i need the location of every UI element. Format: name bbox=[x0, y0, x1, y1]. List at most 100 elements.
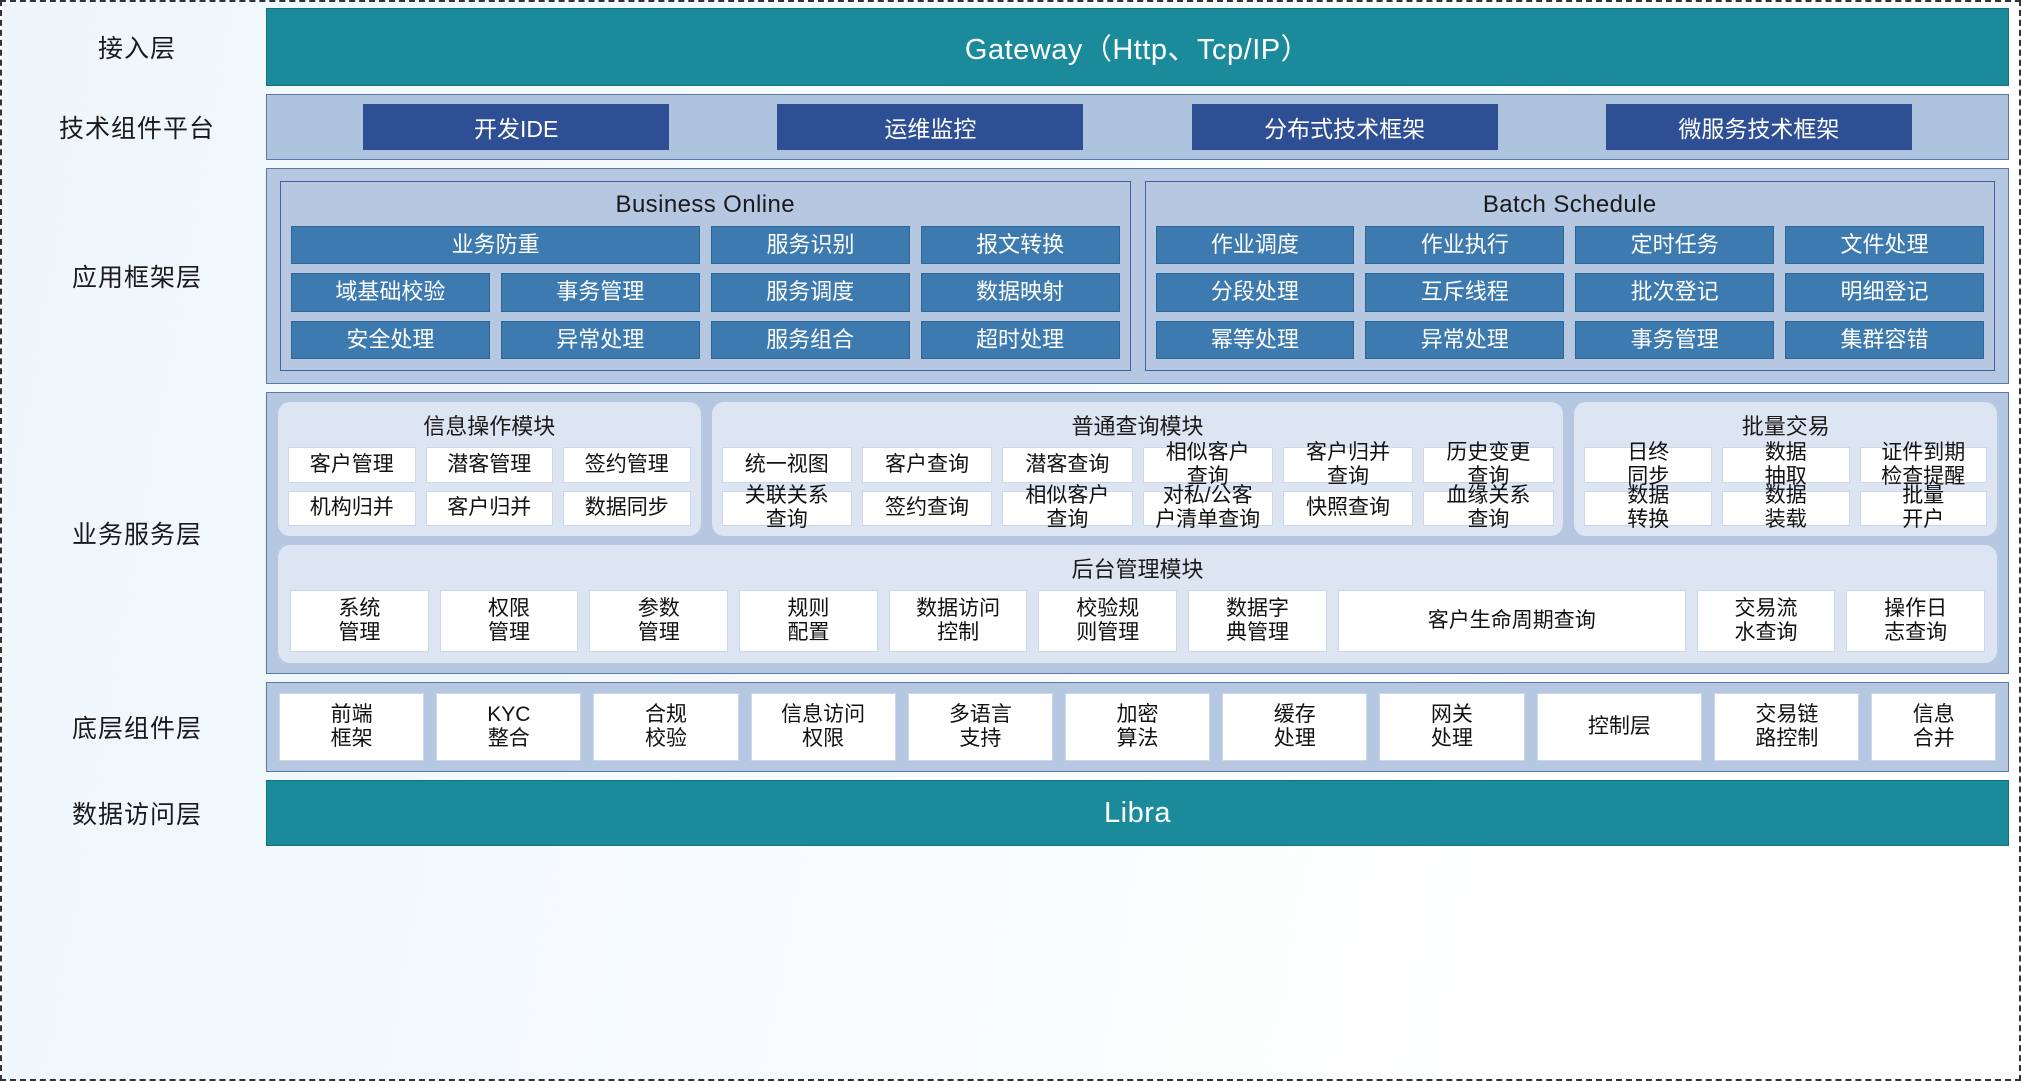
cell-message-transform[interactable]: 报文转换 bbox=[920, 226, 1120, 265]
cell-data-sync[interactable]: 数据同步 bbox=[563, 490, 691, 526]
cell-compliance-validation[interactable]: 合规校验 bbox=[593, 693, 739, 761]
module-rows: 日终同步 数据抽取 证件到期检查提醒 数据转换 数据装载 批量开户 bbox=[1584, 441, 1988, 531]
cell-lineage-query[interactable]: 血缘关系查询 bbox=[1423, 484, 1554, 531]
cell-prospect-management[interactable]: 潜客管理 bbox=[425, 447, 554, 483]
cell-data-access-control[interactable]: 数据访问控制 bbox=[888, 590, 1028, 652]
tech-chip-ide[interactable]: 开发IDE bbox=[363, 104, 670, 150]
tech-chip-microservice-framework[interactable]: 微服务技术框架 bbox=[1605, 104, 1912, 150]
cell-data-transform[interactable]: 数据转换 bbox=[1584, 484, 1712, 531]
cell-encryption-algorithm[interactable]: 加密算法 bbox=[1064, 693, 1211, 761]
cell-domain-base-validation[interactable]: 域基础校验 bbox=[291, 273, 490, 312]
cell-eod-sync[interactable]: 日终同步 bbox=[1584, 441, 1712, 488]
cell-info-merge[interactable]: 信息合并 bbox=[1871, 693, 1997, 761]
cell-service-scheduling[interactable]: 服务调度 bbox=[710, 273, 910, 312]
module-title-backoffice-management: 后台管理模块 bbox=[1071, 557, 1204, 582]
cell-customer-lifecycle-query[interactable]: 客户生命周期查询 bbox=[1337, 590, 1686, 652]
backoffice-row: 系统管理 权限管理 参数管理 规则配置 数据访问控制 校验规则管理 数据字典管理… bbox=[290, 590, 1985, 652]
cell-security-processing[interactable]: 安全处理 bbox=[291, 320, 490, 359]
module-rows: 客户管理 潜客管理 签约管理 机构归并 客户归并 数据同步 bbox=[288, 447, 691, 526]
group-business-online: Business Online 业务防重 服务识别 报文转换 域基础校验 事务管… bbox=[280, 181, 1131, 371]
cell-multilanguage-support[interactable]: 多语言支持 bbox=[907, 693, 1053, 761]
module-row: 机构归并 客户归并 数据同步 bbox=[288, 490, 691, 526]
cell-data-load[interactable]: 数据装载 bbox=[1721, 484, 1850, 531]
cell-org-merge[interactable]: 机构归并 bbox=[288, 490, 416, 526]
cell-frontend-framework[interactable]: 前端框架 bbox=[279, 693, 425, 761]
cell-relationship-query[interactable]: 关联关系查询 bbox=[721, 484, 852, 531]
cell-contract-management[interactable]: 签约管理 bbox=[563, 447, 691, 483]
module-row: 统一视图 客户查询 潜客查询 相似客户查询 客户归并查询 历史变更查询 bbox=[721, 441, 1554, 488]
tech-chip-distributed-framework[interactable]: 分布式技术框架 bbox=[1191, 104, 1498, 150]
cell-business-dedup[interactable]: 业务防重 bbox=[291, 226, 701, 265]
cell-mutex-thread[interactable]: 互斥线程 bbox=[1365, 273, 1565, 312]
tech-chip-ops-monitor[interactable]: 运维监控 bbox=[777, 104, 1084, 150]
spacer bbox=[8, 86, 2009, 94]
cell-parameter-management[interactable]: 参数管理 bbox=[589, 590, 729, 652]
cell-cache-processing[interactable]: 缓存处理 bbox=[1222, 693, 1368, 761]
cell-history-change-query[interactable]: 历史变更查询 bbox=[1423, 441, 1554, 488]
module-title-info-operations: 信息操作模块 bbox=[423, 414, 556, 439]
app-framework-panel: Business Online 业务防重 服务识别 报文转换 域基础校验 事务管… bbox=[266, 168, 2009, 384]
module-general-query: 普通查询模块 统一视图 客户查询 潜客查询 相似客户查询 客户归并查询 历史变更… bbox=[711, 402, 1564, 536]
business-service-panel: 信息操作模块 客户管理 潜客管理 签约管理 机构归并 客户归并 数据同步 bbox=[266, 392, 2009, 674]
cell-customer-management[interactable]: 客户管理 bbox=[288, 447, 416, 483]
cell-transaction-flow-query[interactable]: 交易流水查询 bbox=[1696, 590, 1836, 652]
cell-exception-handling-batch[interactable]: 异常处理 bbox=[1365, 320, 1565, 359]
cell-service-identify[interactable]: 服务识别 bbox=[711, 226, 910, 265]
cell-customer-query[interactable]: 客户查询 bbox=[861, 447, 993, 483]
cell-system-management[interactable]: 系统管理 bbox=[290, 590, 429, 652]
libra-bar[interactable]: Libra bbox=[266, 780, 2009, 846]
module-backoffice-management: 后台管理模块 系统管理 权限管理 参数管理 规则配置 数据访问控制 校验规则管理… bbox=[278, 545, 1997, 663]
cell-info-access-permission[interactable]: 信息访问权限 bbox=[750, 693, 896, 761]
cell-customer-merge[interactable]: 客户归并 bbox=[425, 490, 554, 526]
layer-body-app-framework: Business Online 业务防重 服务识别 报文转换 域基础校验 事务管… bbox=[266, 168, 2009, 384]
cell-certificate-expiry-reminder[interactable]: 证件到期检查提醒 bbox=[1859, 441, 1988, 488]
module-title-batch-transaction: 批量交易 bbox=[1741, 414, 1830, 439]
cell-contract-query[interactable]: 签约查询 bbox=[861, 490, 993, 526]
module-row: 关联关系查询 签约查询 相似客户查询 对私/公客户清单查询 快照查询 血缘关系查… bbox=[721, 484, 1554, 531]
cell-similar-customer-query[interactable]: 相似客户查询 bbox=[1142, 441, 1273, 488]
cell-batch-account-open[interactable]: 批量开户 bbox=[1859, 484, 1988, 531]
cell-segment-processing[interactable]: 分段处理 bbox=[1155, 273, 1355, 312]
module-info-operations: 信息操作模块 客户管理 潜客管理 签约管理 机构归并 客户归并 数据同步 bbox=[278, 402, 701, 536]
layer-label-data-access: 数据访问层 bbox=[71, 801, 202, 829]
layer-label-business-service: 业务服务层 bbox=[71, 521, 202, 549]
cell-exception-handling-online[interactable]: 异常处理 bbox=[500, 320, 700, 359]
cell-data-mapping[interactable]: 数据映射 bbox=[920, 273, 1120, 312]
cell-snapshot-query[interactable]: 快照查询 bbox=[1282, 490, 1414, 526]
cell-prospect-query[interactable]: 潜客查询 bbox=[1002, 447, 1133, 483]
layer-body-business-service: 信息操作模块 客户管理 潜客管理 签约管理 机构归并 客户归并 数据同步 bbox=[266, 392, 2009, 674]
layer-label-app-framework: 应用框架层 bbox=[71, 264, 202, 292]
cell-job-execution[interactable]: 作业执行 bbox=[1365, 226, 1565, 265]
cell-timed-task[interactable]: 定时任务 bbox=[1575, 226, 1775, 265]
cell-timeout-handling[interactable]: 超时处理 bbox=[920, 320, 1120, 359]
cell-permission-management[interactable]: 权限管理 bbox=[439, 590, 579, 652]
cell-detail-registration[interactable]: 明细登记 bbox=[1785, 273, 1984, 312]
cell-job-scheduling[interactable]: 作业调度 bbox=[1155, 226, 1355, 265]
cell-transaction-chain-control[interactable]: 交易链路控制 bbox=[1714, 693, 1860, 761]
layer-access: 接入层 Gateway（Http、Tcp/IP） bbox=[8, 8, 2009, 86]
cell-service-composition[interactable]: 服务组合 bbox=[710, 320, 910, 359]
cell-gateway-processing[interactable]: 网关处理 bbox=[1379, 693, 1525, 761]
cell-data-dictionary-management[interactable]: 数据字典管理 bbox=[1188, 590, 1327, 652]
cell-idempotent-processing[interactable]: 幂等处理 bbox=[1155, 320, 1355, 359]
gateway-bar[interactable]: Gateway（Http、Tcp/IP） bbox=[266, 8, 2009, 86]
cell-cluster-fault-tolerance[interactable]: 集群容错 bbox=[1785, 320, 1984, 359]
layer-business-service: 业务服务层 信息操作模块 客户管理 潜客管理 签约管理 bbox=[8, 392, 2009, 674]
cell-data-extract[interactable]: 数据抽取 bbox=[1721, 441, 1850, 488]
cell-validation-rule-management[interactable]: 校验规则管理 bbox=[1038, 590, 1178, 652]
cell-similar-customer-query-2[interactable]: 相似客户查询 bbox=[1002, 484, 1133, 531]
layer-label-access: 接入层 bbox=[97, 35, 176, 63]
cell-unified-view[interactable]: 统一视图 bbox=[721, 447, 852, 483]
cell-transaction-management[interactable]: 事务管理 bbox=[500, 273, 700, 312]
cell-batch-registration[interactable]: 批次登记 bbox=[1575, 273, 1775, 312]
cell-file-processing[interactable]: 文件处理 bbox=[1785, 226, 1984, 265]
cell-rule-configuration[interactable]: 规则配置 bbox=[739, 590, 878, 652]
cell-control-layer[interactable]: 控制层 bbox=[1536, 693, 1703, 761]
cell-customer-merge-query[interactable]: 客户归并查询 bbox=[1282, 441, 1414, 488]
cell-retail-corporate-customer-list-query[interactable]: 对私/公客户清单查询 bbox=[1142, 484, 1273, 531]
cell-transaction-management-batch[interactable]: 事务管理 bbox=[1575, 320, 1775, 359]
cell-operation-log-query[interactable]: 操作日志查询 bbox=[1846, 590, 1985, 652]
